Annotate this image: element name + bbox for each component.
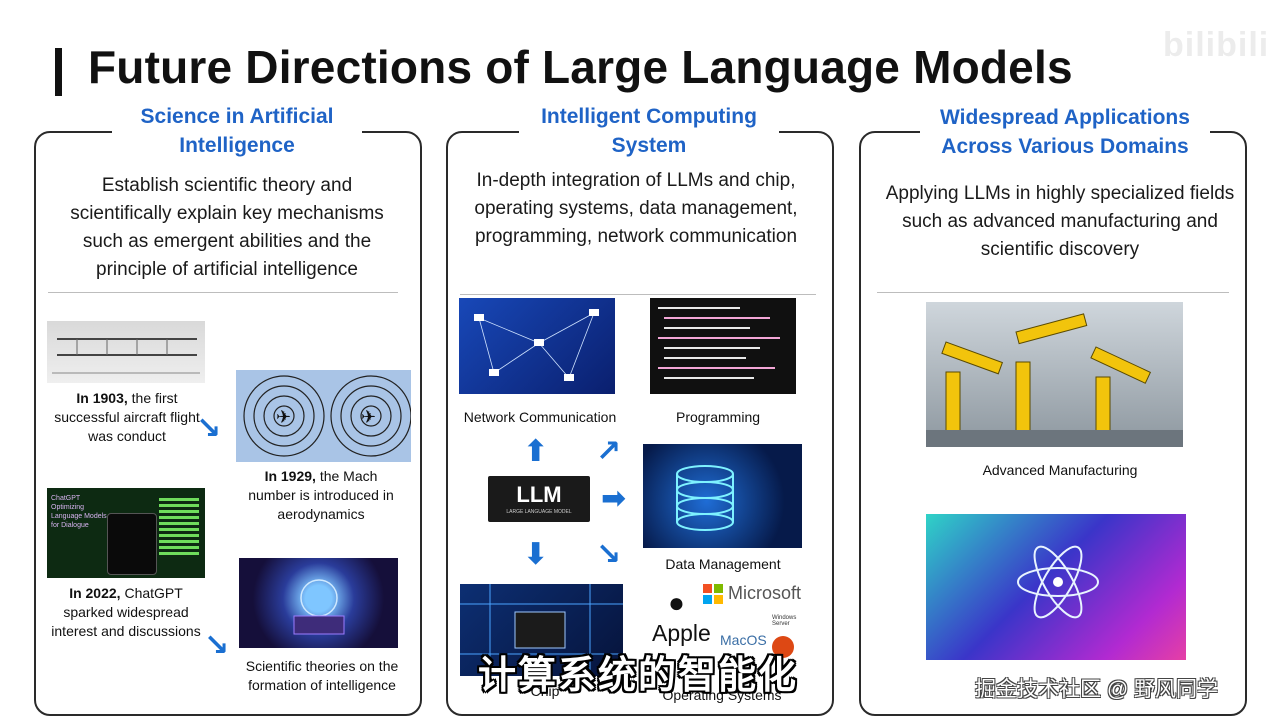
caption-2022: In 2022, ChatGPT sparked widespread inte…	[45, 584, 207, 641]
caption-1903: In 1903, the first successful aircraft f…	[52, 389, 202, 446]
llm-logo-text: LLM	[516, 482, 562, 507]
caption-text: the first successful aircraft flight was…	[54, 390, 200, 444]
heading-line: Intelligence	[179, 134, 295, 157]
panel-computing-description: In-depth integration of LLMs and chip, o…	[474, 170, 798, 247]
panel-computing-heading: Intelligent Computing System	[519, 102, 779, 160]
network-communication-image	[459, 298, 615, 394]
ai-brain-chip-image	[239, 558, 398, 648]
caption-intelligence: Scientific theories on the formation of …	[245, 658, 399, 693]
divider	[460, 294, 816, 295]
caption-1929: In 1929, the Mach number is introduced i…	[240, 467, 402, 524]
llm-logo: LLM LARGE LANGUAGE MODEL	[488, 476, 590, 522]
page-title: Future Directions of Large Language Mode…	[88, 41, 1073, 93]
label-advanced-manufacturing: Advanced Manufacturing	[982, 462, 1138, 478]
panel-science-heading: Science in Artificial Intelligence	[112, 102, 362, 160]
mach-rings-image: ✈ ✈	[236, 370, 411, 462]
macos-logo-text: MacOS	[720, 632, 767, 648]
heading-line: Widespread Applications	[940, 106, 1190, 129]
programming-code-image	[650, 298, 796, 394]
year-label: In 1903,	[76, 390, 128, 406]
svg-text:✈: ✈	[276, 407, 291, 427]
scientific-discovery-image	[926, 514, 1186, 660]
svg-text:✈: ✈	[361, 407, 376, 427]
caption-text: the Mach number is introduced in aerodyn…	[248, 468, 394, 522]
heading-line: System	[611, 134, 687, 157]
bilibili-logo: bilibili	[1163, 26, 1270, 64]
llm-logo-subtext: LARGE LANGUAGE MODEL	[506, 509, 572, 515]
arrow-down-right-icon: ↘	[596, 538, 622, 571]
chatgpt-screenshot: ChatGPT Optimizing Language Models for D…	[47, 488, 205, 578]
panel-science-description: Establish scientific theory and scientif…	[70, 175, 384, 280]
arrow-up-right-icon: ↗	[596, 435, 622, 468]
ubuntu-logo-icon	[772, 636, 794, 658]
arrow-down-right-icon: ↘	[204, 629, 230, 662]
divider	[877, 292, 1229, 293]
chatgpt-image-text: ChatGPT Optimizing Language Models for D…	[51, 495, 107, 529]
year-label: In 2022,	[69, 585, 121, 601]
apple-logo-text: Apple	[652, 620, 711, 646]
divider	[48, 292, 398, 293]
heading-line: Across Various Domains	[941, 135, 1189, 158]
arrow-up-icon: ⬆	[523, 435, 549, 468]
heading-line: Science in Artificial	[140, 105, 334, 128]
arrow-down-right-icon: ↘	[196, 412, 222, 445]
windows-server-logo-text: Windows Server	[772, 615, 797, 627]
label-network: Network Communication	[463, 409, 617, 425]
arrow-down-icon: ⬇	[523, 538, 549, 571]
panel-applications-heading: Widespread Applications Across Various D…	[920, 103, 1210, 161]
microsoft-logo-icon	[703, 584, 723, 604]
caption-text: ChatGPT sparked widespread interest and …	[51, 585, 201, 639]
chip-image	[460, 584, 623, 676]
heading-line: Intelligent Computing	[541, 105, 757, 128]
label-chip: Chip	[530, 683, 560, 699]
data-management-image	[643, 444, 802, 548]
label-operating-systems: Operating Systems	[662, 687, 782, 703]
wright-flyer-photo	[47, 321, 205, 383]
label-programming: Programming	[675, 409, 761, 425]
apple-logo-icon: ●	[668, 588, 685, 618]
title-accent-bar	[55, 48, 62, 96]
watermark: 掘金技术社区 @ 野风同学	[975, 678, 1218, 701]
robot-arms-factory-image	[926, 302, 1183, 447]
panel-applications-description: Applying LLMs in highly specialized fiel…	[885, 183, 1235, 260]
microsoft-logo-text: Microsoft	[728, 583, 802, 603]
year-label: In 1929,	[264, 468, 316, 484]
arrow-right-icon: ➡	[601, 482, 627, 515]
label-data-management: Data Management	[665, 556, 781, 572]
video-subtitle: 计算系统的智能化	[478, 655, 799, 697]
